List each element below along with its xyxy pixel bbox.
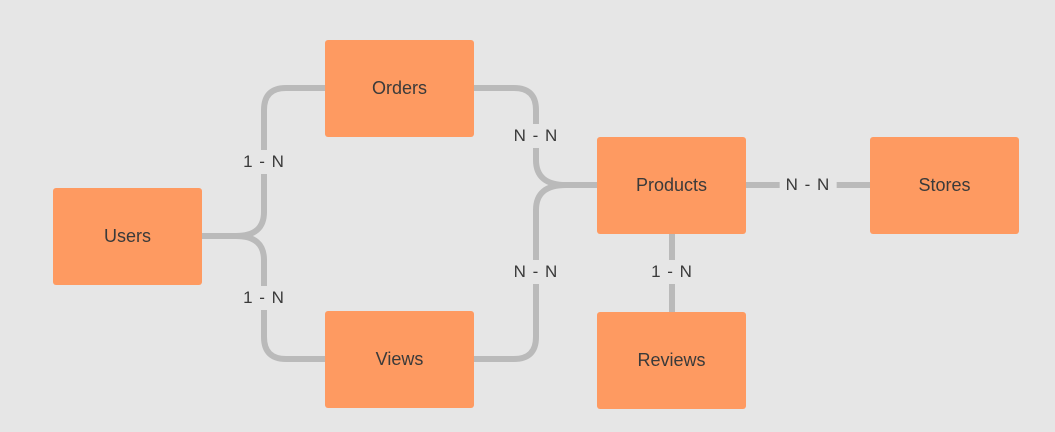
- entity-reviews-label: Reviews: [637, 350, 706, 370]
- entity-products[interactable]: Products: [597, 137, 746, 234]
- entity-reviews[interactable]: Reviews: [597, 312, 746, 409]
- entity-stores[interactable]: Stores: [870, 137, 1019, 234]
- entity-views-label: Views: [375, 349, 424, 369]
- relation-label-users-views: 1 - N: [237, 286, 291, 310]
- entity-products-label: Products: [635, 175, 708, 195]
- entity-stores-label: Stores: [918, 175, 971, 195]
- relation-label-orders-products: N - N: [507, 124, 565, 148]
- entity-views[interactable]: Views: [325, 311, 474, 408]
- connector-users-split: [199, 209, 267, 239]
- relation-label-products-reviews: 1 - N: [645, 260, 699, 284]
- entity-orders[interactable]: Orders: [325, 40, 474, 137]
- entity-users[interactable]: Users: [53, 188, 202, 285]
- entity-orders-label: Orders: [371, 78, 427, 98]
- connector-users-orders: [261, 85, 328, 215]
- connector-users-split-lower: [233, 233, 267, 263]
- connector-views-products: [471, 182, 569, 362]
- relation-label-users-orders: 1 - N: [237, 150, 291, 174]
- relation-label-views-products: N - N: [507, 260, 565, 284]
- connector-users-views: [261, 257, 328, 362]
- relation-label-products-stores: N - N: [779, 173, 837, 197]
- entity-users-label: Users: [103, 226, 151, 246]
